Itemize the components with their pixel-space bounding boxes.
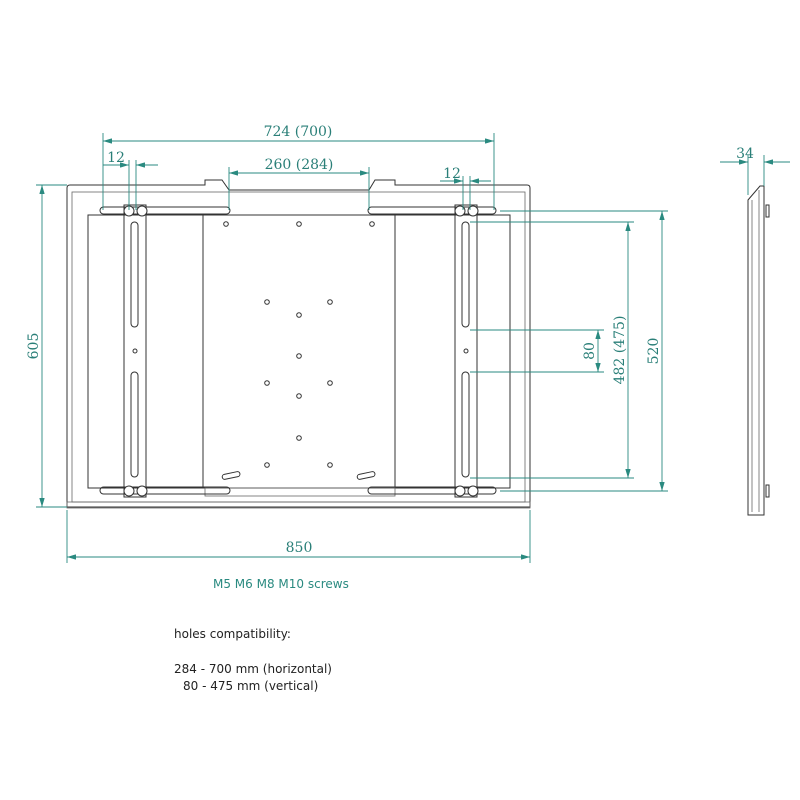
side-view [747,185,770,516]
dim-depth: 34 [736,146,754,162]
dim-height-rails: 520 [646,338,662,365]
dim-overall-top: 724 (700) [264,124,333,140]
dim-left-offset: 12 [107,150,125,166]
dim-right-offset: 12 [443,166,461,182]
front-view [66,179,531,509]
dimension-labels: 724 (700) 260 (284) 12 12 605 520 482 (4… [26,124,754,556]
dimension-lines [36,133,790,563]
dim-inner-top: 260 (284) [265,157,334,173]
dim-vertical-range: 482 (475) [612,316,628,385]
compat-vertical: 80 - 475 mm (vertical) [183,679,319,693]
compat-title: holes compatibility: [174,627,291,641]
dim-height-total: 605 [26,333,42,360]
dim-width-total: 850 [286,540,313,556]
dim-slot-gap: 80 [582,342,598,360]
screws-note: M5 M6 M8 M10 screws [213,577,349,591]
compat-horizontal: 284 - 700 mm (horizontal) [174,662,332,676]
